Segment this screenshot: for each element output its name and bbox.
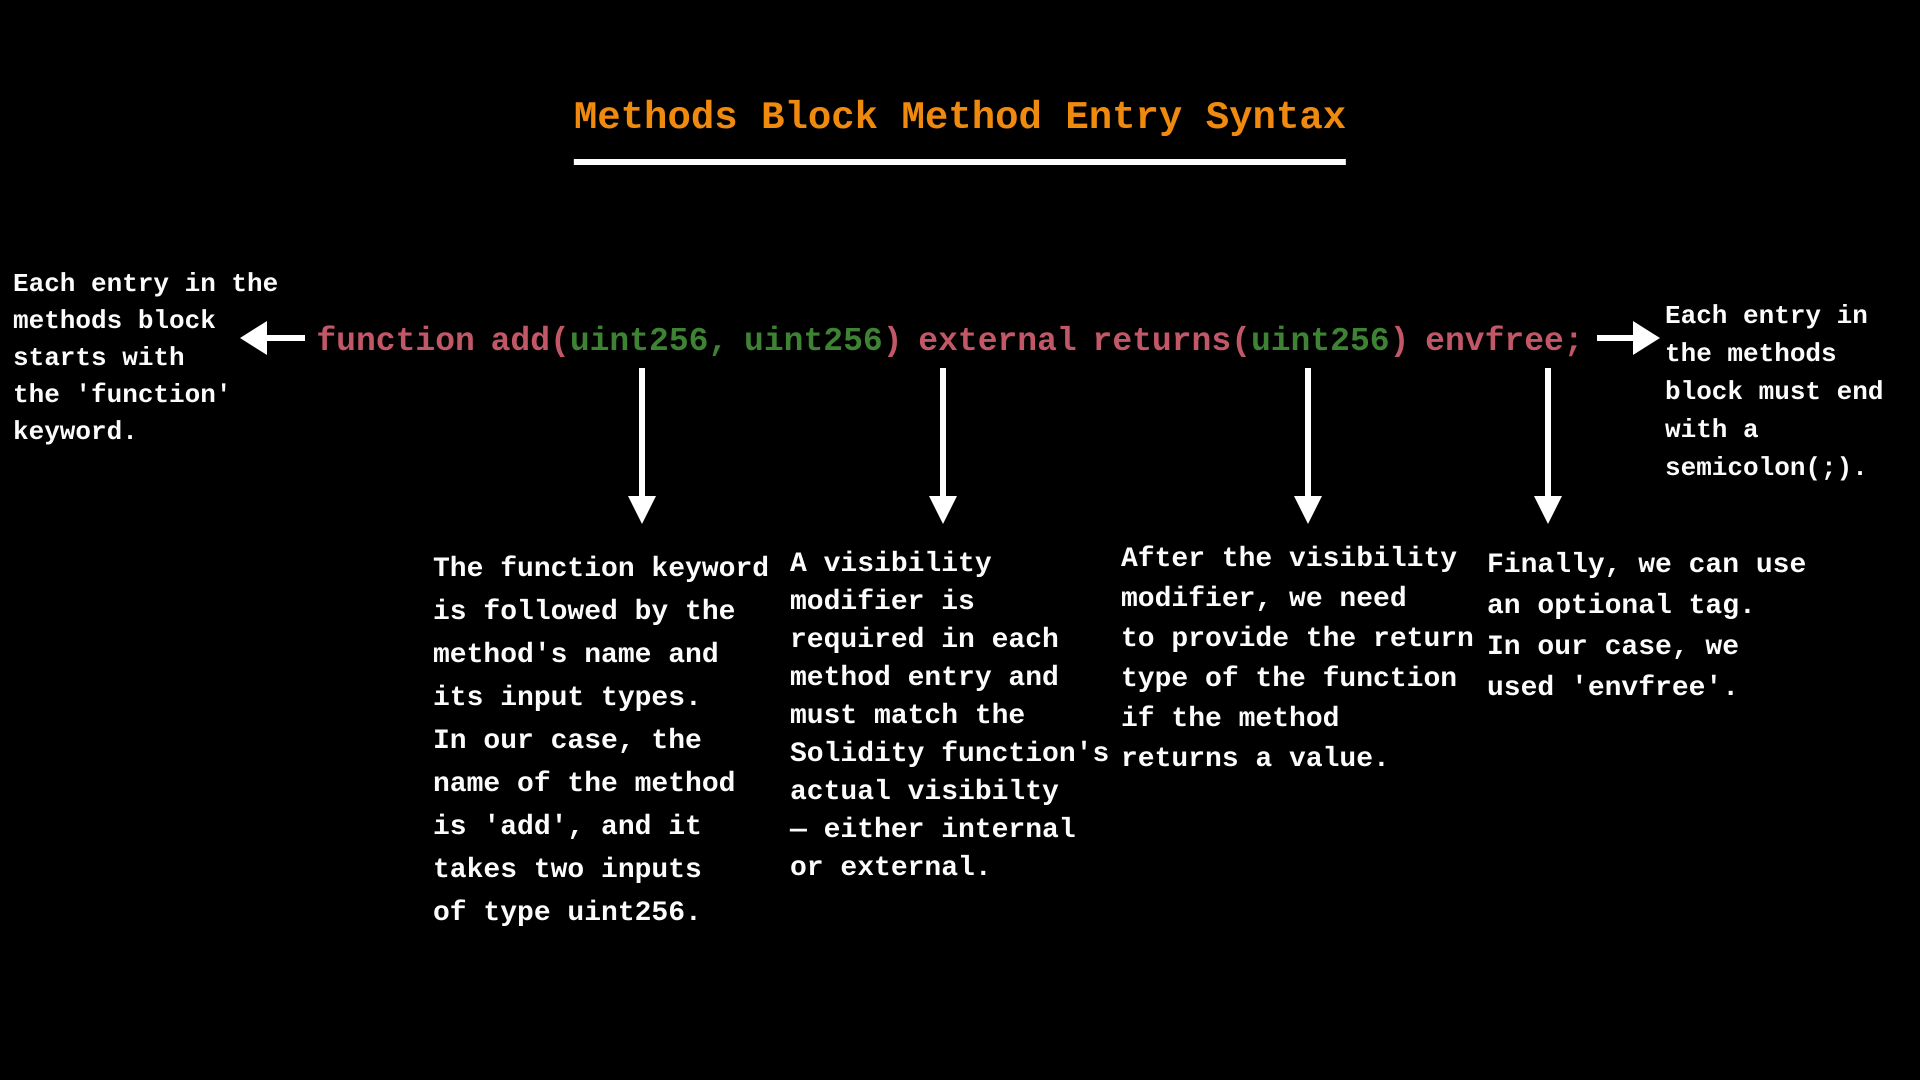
annotation-optional-tag: Finally, we can use an optional tag. In … (1487, 550, 1807, 704)
arrow-down-icon (928, 368, 958, 524)
annotation-return-type: After the visibility modifier, we need t… (1121, 544, 1474, 775)
arrow-right-head (1633, 321, 1660, 355)
code-visibility-returns: ) external returns( (882, 323, 1251, 360)
arrow-down-head (628, 496, 656, 524)
code-envfree-tag: ) envfree; (1389, 323, 1584, 360)
arrow-down-shaft (940, 368, 946, 498)
arrow-down-shaft (1545, 368, 1551, 498)
arrow-down-head (929, 496, 957, 524)
code-function-keyword: function add( (316, 323, 570, 360)
arrow-right-shaft (1597, 335, 1635, 341)
method-entry-code: function add(uint256, uint256) external … (316, 320, 1583, 364)
arrow-down-icon (1533, 368, 1563, 524)
code-input-types: uint256, uint256 (569, 323, 883, 360)
annotation-visibility-modifier: A visibility modifier is required in eac… (790, 549, 1110, 884)
arrow-left-shaft (265, 335, 305, 341)
arrow-left-icon (240, 320, 305, 356)
arrow-down-icon (1293, 368, 1323, 524)
arrow-down-head (1294, 496, 1322, 524)
annotation-function-keyword: Each entry in the methods block starts w… (13, 269, 279, 447)
arrow-right-icon (1597, 320, 1660, 356)
arrow-down-shaft (639, 368, 645, 498)
arrow-down-shaft (1305, 368, 1311, 498)
code-return-type: uint256 (1250, 323, 1390, 360)
arrow-left-head (240, 321, 267, 355)
annotation-semicolon: Each entry in the methods block must end… (1665, 301, 1884, 483)
page-title: Methods Block Method Entry Syntax (573, 99, 1347, 165)
annotation-method-name: The function keyword is followed by the … (433, 554, 770, 929)
arrow-down-head (1534, 496, 1562, 524)
arrow-down-icon (627, 368, 657, 524)
